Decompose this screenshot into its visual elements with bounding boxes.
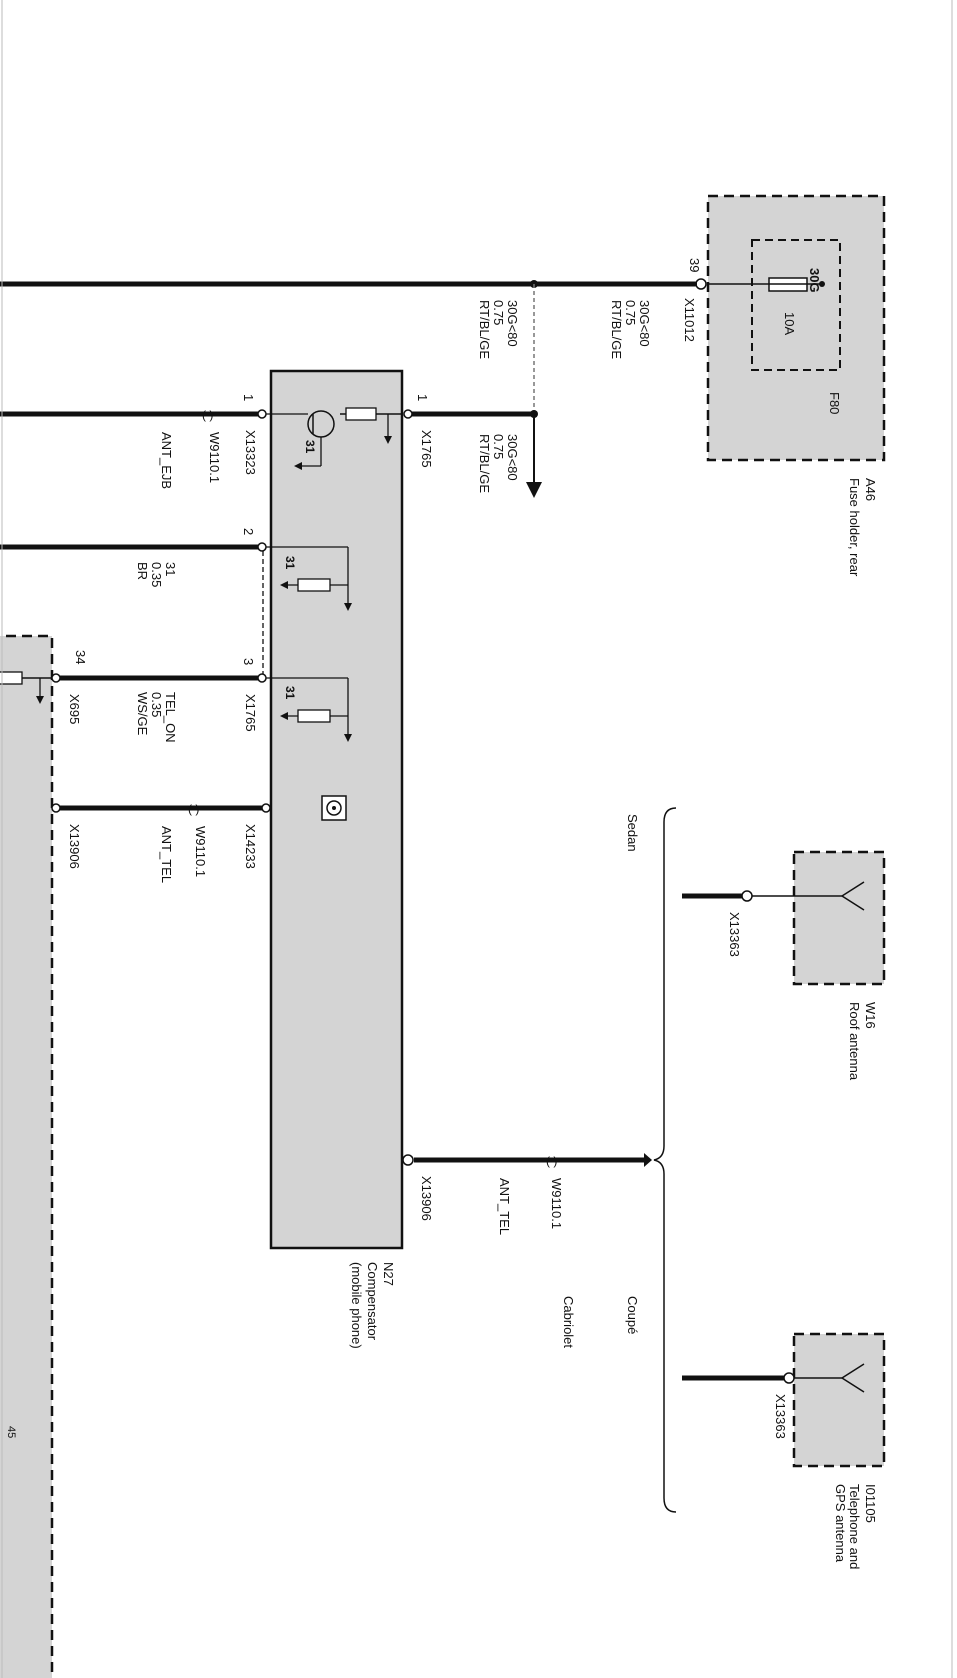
- left-module-box: [0, 634, 54, 1678]
- fuse-terminal-dot: [819, 281, 825, 287]
- internal-resistor-2: [297, 578, 331, 592]
- variant-cabriolet: Cabriolet: [561, 1296, 576, 1348]
- ground-label-b: 31: [283, 556, 297, 570]
- tel-gps-antenna-ref: I01105: [863, 1484, 878, 1523]
- internal-r2-ground: [280, 581, 288, 589]
- fuse-connector-pin: [695, 278, 707, 290]
- ant-tel-right-harness: W9110.1: [549, 1178, 564, 1229]
- x695-pin-number: 34: [73, 650, 88, 664]
- tel-gps-antenna-box: [792, 1332, 886, 1468]
- compensator-name-2: (mobile phone): [349, 1262, 364, 1349]
- internal-resistor-1: [345, 407, 377, 421]
- roof-antenna-name: Roof antenna: [847, 1002, 862, 1081]
- fuse-holder-name: Fuse holder, rear: [847, 478, 862, 577]
- ant-tel-right-signal: ANT_TEL: [497, 1178, 512, 1235]
- ground-wire-line3: BR: [135, 562, 150, 580]
- variant-coupe: Coupé: [625, 1296, 640, 1334]
- ant-tel-right-harness-mark: ( ): [546, 1154, 557, 1168]
- x695-internal-arrow: [36, 696, 44, 704]
- compensator-pin-x13323-1: [257, 409, 267, 419]
- ant-ejb-harness-mark: ( ): [202, 408, 213, 422]
- ant-tel-right-arrow: [644, 1153, 652, 1167]
- x13906-left-connector: X13906: [67, 824, 82, 869]
- tel-on-line1: TEL_ON: [163, 692, 178, 743]
- compensator-ref: N27: [381, 1262, 396, 1286]
- roof-antenna-box: [792, 850, 886, 986]
- coax-symbol-dot: [332, 806, 336, 810]
- ant-ejb-harness: W9110.1: [207, 432, 222, 483]
- fuse-ref-f80: F80: [827, 392, 842, 414]
- pin-3-number: 3: [241, 658, 256, 665]
- tel-on-line3: WS/GE: [135, 692, 150, 736]
- feed-outgoing-line1: 30G<80: [637, 300, 652, 347]
- compensator-pin-x1765-1: [403, 409, 413, 419]
- x695-connector: X695: [67, 694, 82, 724]
- ground-label-a: 31: [303, 440, 317, 454]
- pin-x14233-connector: X14233: [243, 824, 258, 869]
- roof-antenna-ref: W16: [863, 1002, 878, 1029]
- feed-branch-line3: RT/BL/GE: [477, 434, 492, 493]
- pin-2-number: 2: [241, 528, 256, 535]
- compensator-pin-x13906: [402, 1154, 414, 1166]
- coax-symbol-circle: [326, 800, 342, 816]
- tel-gps-antenna-connector-pin: [783, 1372, 795, 1384]
- internal-r3-ground: [280, 712, 288, 720]
- pin-1-right-number: 1: [415, 394, 430, 401]
- feed-incoming-line2: 0.75: [491, 300, 506, 325]
- variant-sedan: Sedan: [625, 814, 640, 852]
- pin-3-connector: X1765: [243, 694, 258, 732]
- fuse-terminal-30g: 30G: [807, 268, 822, 293]
- pin-x13906-connector: X13906: [419, 1176, 434, 1221]
- ant-tel-left-harness: W9110.1: [193, 826, 208, 877]
- internal-resistor-3: [297, 709, 331, 723]
- feed-incoming-line3: RT/BL/GE: [477, 300, 492, 359]
- roof-antenna-connector-pin: [741, 890, 753, 902]
- tel-gps-antenna-name-1: Telephone and: [847, 1484, 862, 1569]
- feed-outgoing-line2: 0.75: [623, 300, 638, 325]
- tel-gps-antenna-connector: X13363: [773, 1394, 788, 1439]
- coax-symbol-box: [321, 795, 347, 821]
- tel-gps-antenna-icon: [841, 1363, 865, 1393]
- feed-outgoing-line3: RT/BL/GE: [609, 300, 624, 359]
- fuse-connector-x11012: X11012: [682, 298, 697, 342]
- ground-label-c: 31: [283, 686, 297, 700]
- ant-tel-left-signal: ANT_TEL: [159, 826, 174, 883]
- x695-internal-part: [0, 671, 23, 685]
- left-module-fragment: 45: [5, 1426, 17, 1438]
- feed-branch-line2: 0.75: [491, 434, 506, 459]
- internal-arrow-1: [384, 436, 392, 444]
- x695-pin: [51, 673, 61, 683]
- branch-arrow-head: [526, 482, 542, 498]
- tel-gps-antenna-name-2: GPS antenna: [833, 1484, 848, 1563]
- pin-1-right-connector: X1765: [419, 430, 434, 468]
- fuse-inner-box: [751, 239, 841, 371]
- roof-antenna-connector: X13363: [727, 912, 742, 957]
- fuse-rating: 10A: [782, 312, 797, 335]
- pin-1-left-connector: X13323: [243, 430, 258, 475]
- transistor-ground-arrow: [294, 462, 302, 470]
- compensator-name-1: Compensator: [365, 1262, 380, 1341]
- ant-ejb-signal: ANT_EJB: [159, 432, 174, 489]
- compensator-pin-2: [257, 542, 267, 552]
- roof-antenna-icon: [841, 881, 865, 911]
- fuse-pin-39: 39: [687, 258, 702, 272]
- compensator-pin-x14233: [261, 803, 271, 813]
- ground-wire-line2: 0.35: [149, 562, 164, 587]
- pin-1-left-number: 1: [241, 394, 256, 401]
- x13906-left-pin: [51, 803, 61, 813]
- feed-branch-line1: 30G<80: [505, 434, 520, 481]
- feed-incoming-line1: 30G<80: [505, 300, 520, 347]
- ant-tel-left-harness-mark: ( ): [188, 802, 199, 816]
- fuse-holder-ref: A46: [863, 478, 878, 501]
- tel-on-line2: 0.35: [149, 692, 164, 717]
- compensator-pin-x1765-3: [257, 673, 267, 683]
- internal-r2-arrow: [344, 603, 352, 611]
- internal-r3-arrow: [344, 734, 352, 742]
- variant-brace: [653, 807, 677, 1513]
- ground-wire-line1: 31: [163, 562, 178, 576]
